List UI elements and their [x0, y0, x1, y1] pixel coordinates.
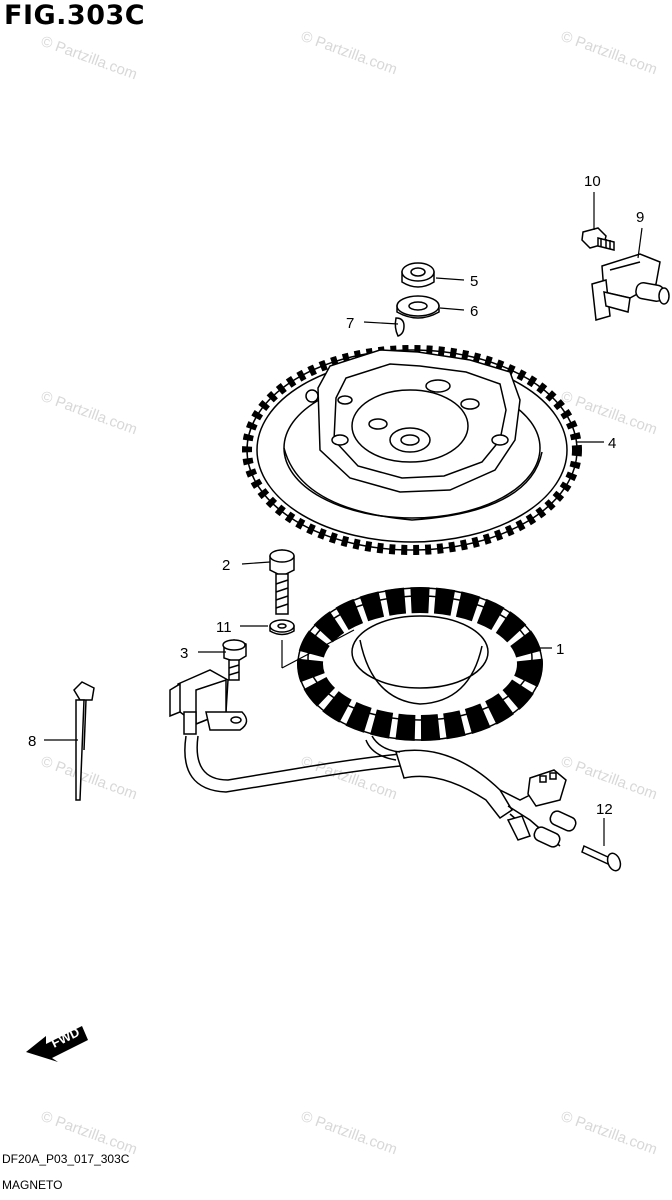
callout-5: 5 — [470, 273, 478, 290]
figure-title: FIG.303C — [4, 0, 146, 31]
watermark: © Partzilla.com — [559, 753, 660, 804]
watermark-layer: © Partzilla.com © Partzilla.com © Partzi… — [39, 28, 660, 1159]
washer-part-6 — [396, 295, 440, 319]
watermark: © Partzilla.com — [559, 28, 660, 79]
wire-connectors — [506, 769, 577, 848]
key-part-7 — [394, 317, 405, 337]
flywheel-part-4 — [242, 345, 582, 555]
callout-labels: 1 2 3 4 5 6 7 8 9 10 11 12 — [28, 173, 644, 818]
stator-coil-part-1 — [297, 587, 543, 741]
watermark: © Partzilla.com — [39, 753, 140, 804]
sensor-bracket — [169, 669, 248, 735]
watermark: © Partzilla.com — [39, 1108, 140, 1159]
bolt-part-10 — [581, 227, 615, 251]
callout-8: 8 — [28, 733, 36, 750]
cable-tie-part-8 — [73, 681, 95, 801]
callout-10: 10 — [584, 173, 601, 190]
watermark: © Partzilla.com — [299, 1108, 400, 1159]
callout-3: 3 — [180, 645, 188, 662]
callout-4: 4 — [608, 435, 616, 452]
bolt-part-2 — [269, 549, 295, 615]
leader-lines — [44, 192, 643, 846]
fwd-direction-badge: FWD — [26, 1024, 88, 1062]
figure-code: DF20A_P03_017_303C — [2, 1152, 130, 1166]
watermark: © Partzilla.com — [39, 388, 140, 439]
callout-6: 6 — [470, 303, 478, 320]
callout-9: 9 — [636, 209, 644, 226]
callout-11: 11 — [216, 619, 232, 636]
callout-1: 1 — [556, 641, 564, 658]
callout-12: 12 — [596, 801, 613, 818]
watermark: © Partzilla.com — [559, 1108, 660, 1159]
callout-7: 7 — [346, 315, 354, 332]
callout-2: 2 — [222, 557, 230, 574]
nut-part-5 — [401, 262, 435, 288]
figure-caption: MAGNETO — [2, 1178, 63, 1192]
screw-part-12 — [581, 844, 622, 872]
pulser-sensor-part-9 — [591, 253, 670, 321]
washer-part-11 — [269, 619, 295, 636]
watermark: © Partzilla.com — [299, 28, 400, 79]
screw-part-3 — [222, 639, 247, 681]
watermark: © Partzilla.com — [39, 33, 140, 84]
